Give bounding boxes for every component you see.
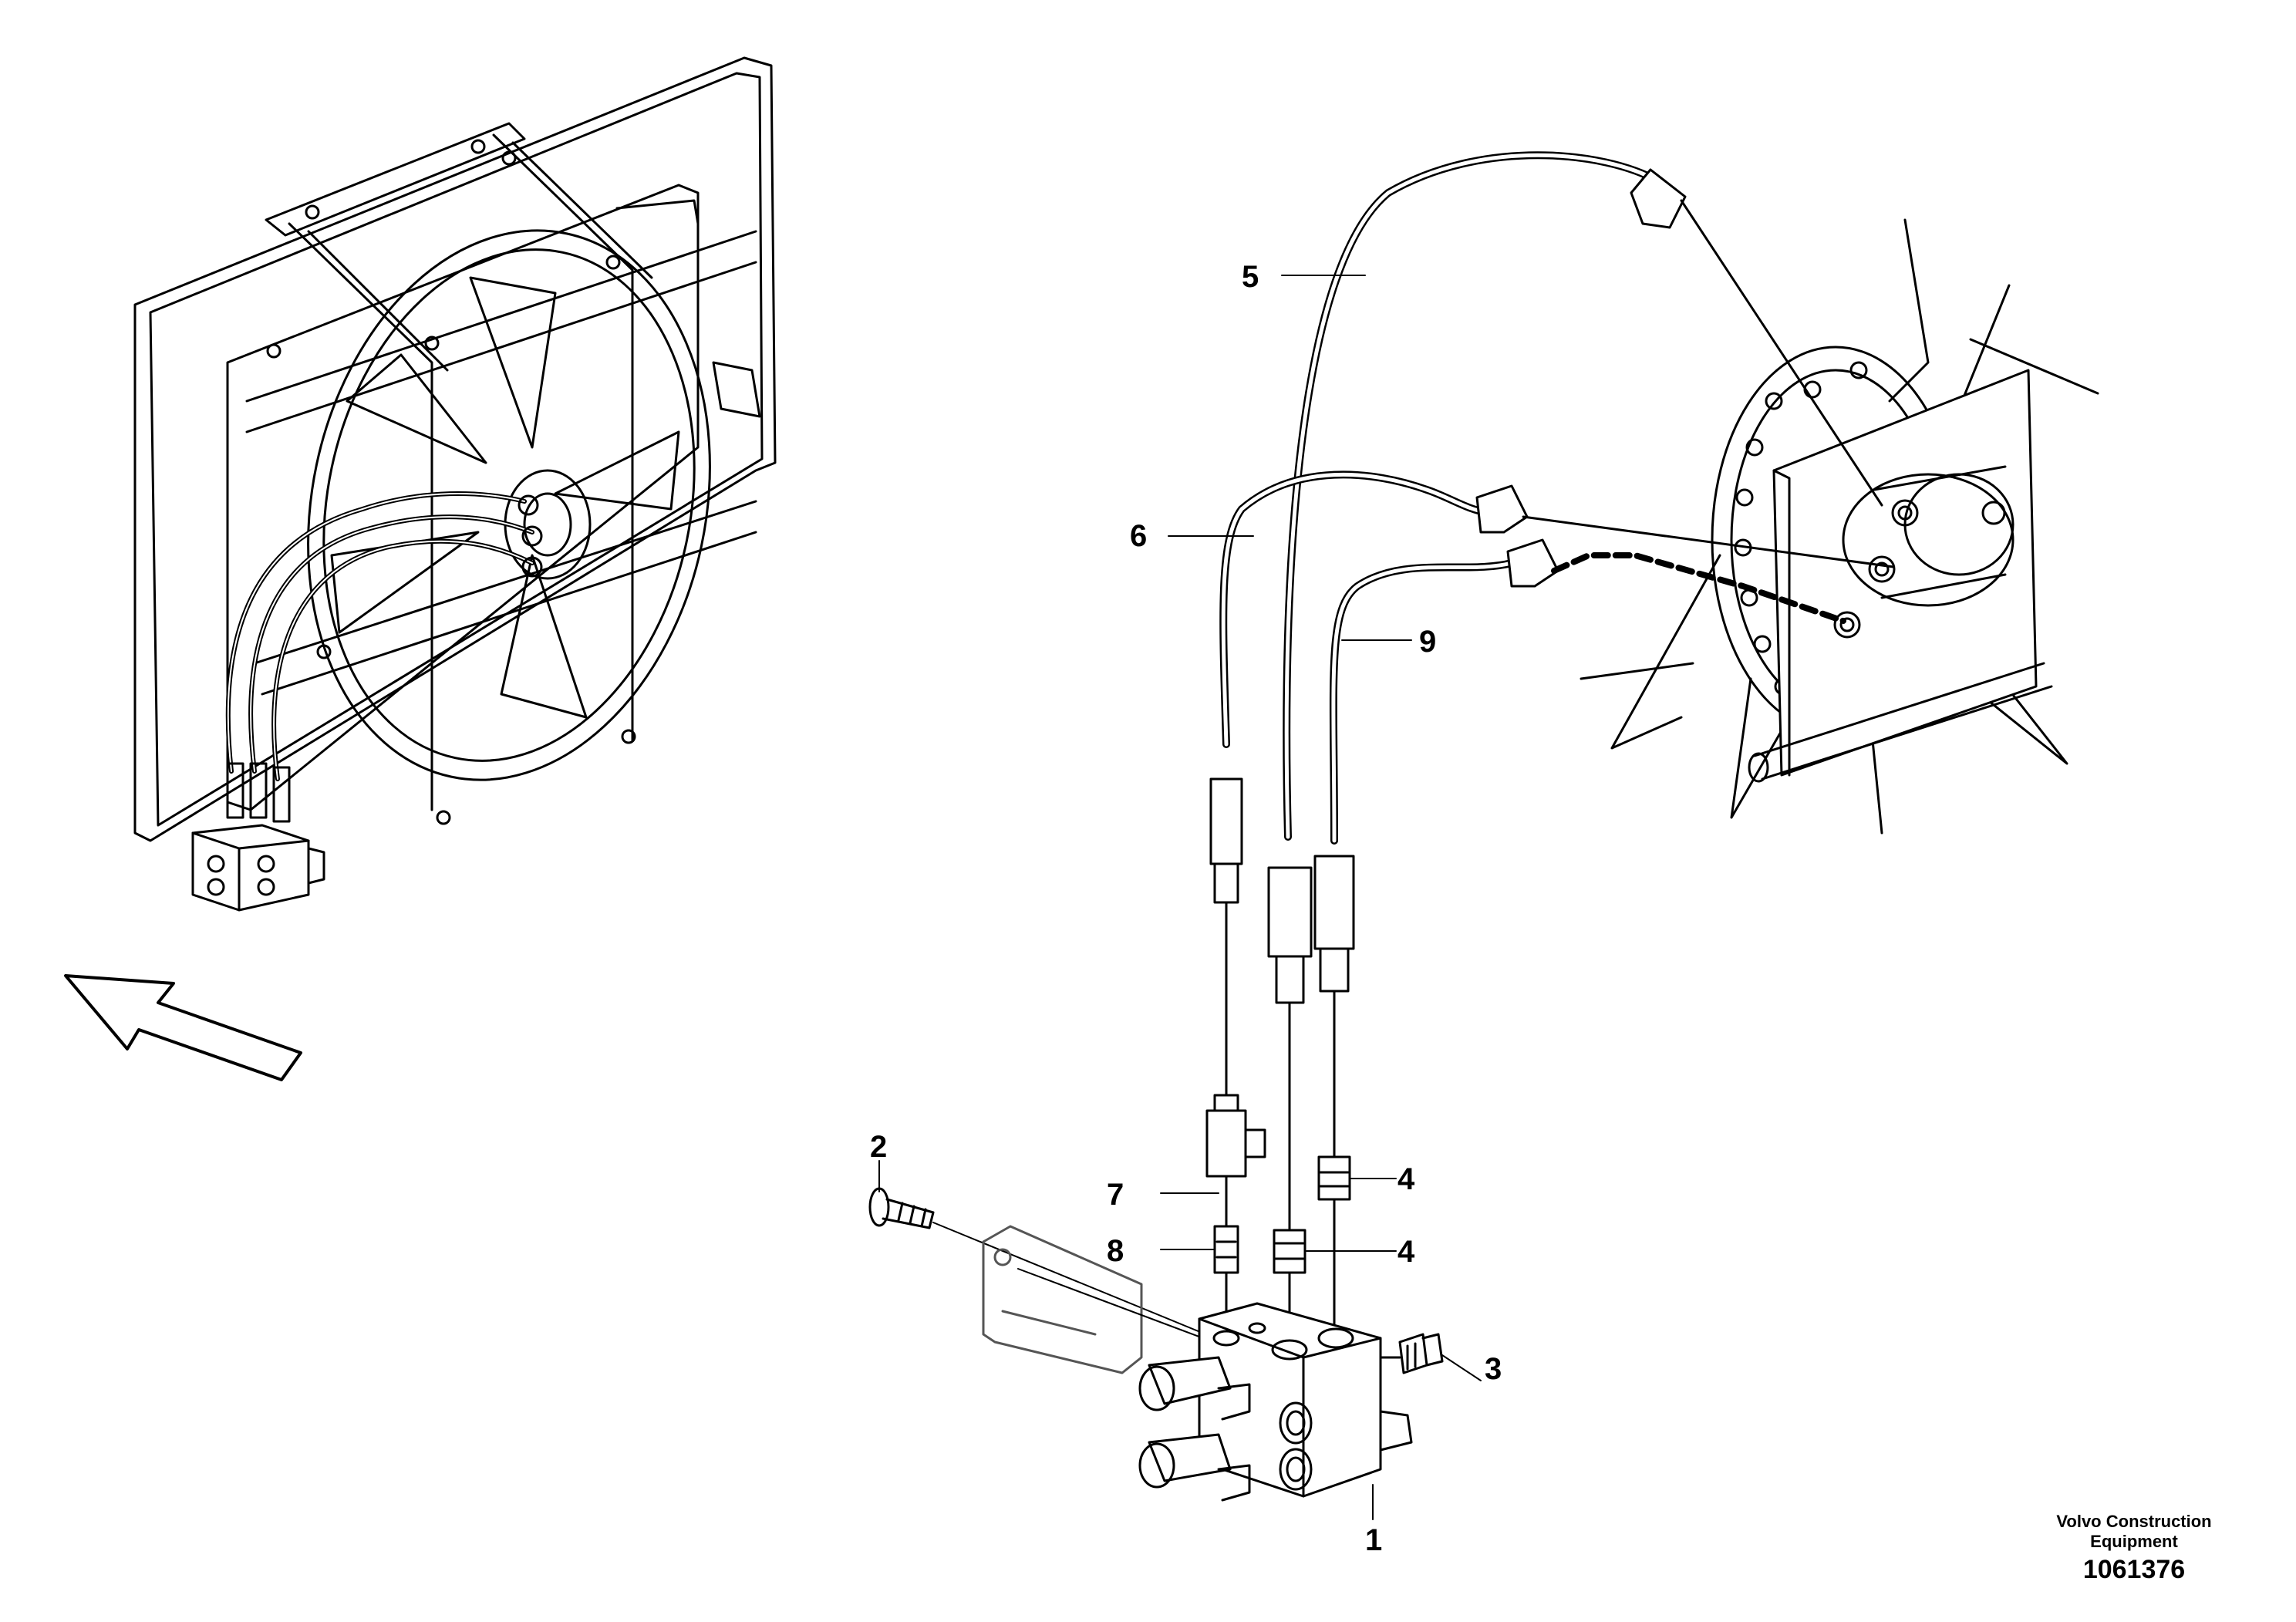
hose-6 (1219, 470, 1895, 748)
callout-4-lower: 4 (1397, 1235, 1415, 1269)
hose-ferrules (1209, 777, 1355, 1347)
callout-6: 6 (1130, 519, 1147, 553)
valve-block-1 (1138, 1302, 1413, 1502)
callout-7: 7 (1107, 1178, 1124, 1212)
drawing-number: 1061376 (2082, 1555, 2186, 1584)
plug-3 (1398, 1333, 1444, 1374)
brand-line-2: Equipment (2090, 1532, 2178, 1551)
brand-label: Volvo Construction Equipment (2041, 1512, 2227, 1552)
hose-9 (1329, 538, 1846, 845)
adapter-4-upper (1317, 1155, 1351, 1201)
valve-bracket (982, 1225, 1235, 1374)
brand-line-1: Volvo Construction (2056, 1512, 2212, 1531)
callout-2: 2 (870, 1130, 887, 1164)
callout-8: 8 (1107, 1234, 1124, 1268)
adapter-4-lower (1273, 1229, 1306, 1274)
callout-3: 3 (1485, 1352, 1502, 1386)
callout-labels: 1 2 3 4 4 5 6 7 8 9 (870, 260, 1502, 1557)
adapter-8 (1213, 1225, 1239, 1274)
callout-9: 9 (1419, 625, 1436, 659)
overview-fan-assembly (133, 56, 777, 912)
callout-4-upper: 4 (1397, 1162, 1415, 1196)
hose-5 (1283, 151, 1883, 841)
tee-fitting-7 (1205, 1094, 1266, 1178)
callout-5: 5 (1242, 260, 1259, 294)
leader-lines (878, 275, 1482, 1520)
detail-fan-hub (1580, 218, 2099, 835)
callout-1: 1 (1365, 1523, 1382, 1557)
view-direction-arrow (64, 974, 302, 1081)
bolt-2 (868, 1187, 1235, 1347)
